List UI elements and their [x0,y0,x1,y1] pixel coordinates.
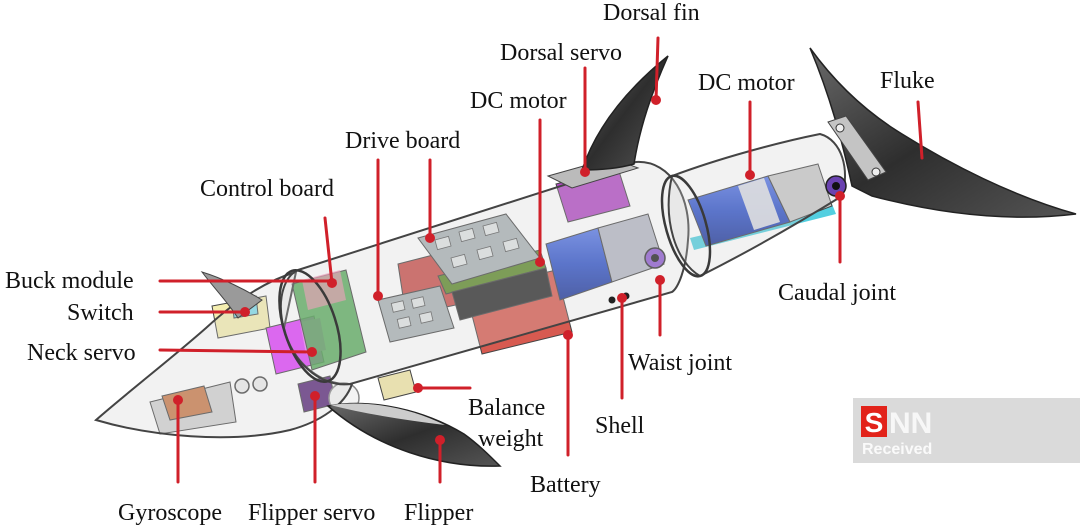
leader-dot-gyroscope [173,395,183,405]
leader-dot-switch [240,307,250,317]
leader-dot-caudal-joint [835,191,845,201]
shell-screw-1 [608,296,616,304]
label-balance-weight-line2: weight [478,426,544,452]
tail-shell [667,132,846,278]
label-drive-board: Drive board [345,128,460,154]
label-control-board: Control board [200,176,334,202]
leader-lines [158,36,924,484]
leader-dot-battery [563,330,573,340]
leader-neck-servo [158,348,314,354]
pcb-chip [418,311,434,324]
leader-dot-flipper-servo [310,391,320,401]
label-flipper-servo: Flipper servo [248,500,375,526]
pcb-chip [390,300,406,313]
fluke-linkage [827,115,887,181]
leader-control-board [323,216,334,285]
leader-dot-flipper [435,435,445,445]
fluke-linkage-pin-1 [835,123,845,133]
watermark-background [853,398,1080,463]
leader-dot-drive-board-upper [425,233,435,243]
caudal-joint-pin [832,182,840,190]
drive-board-lower-pcb [377,285,455,343]
label-dorsal-fin: Dorsal fin [603,0,700,26]
label-gyroscope: Gyroscope [118,500,222,526]
drive-board-housing [451,267,553,321]
tail-shell-front-rim [660,174,712,278]
dc-motor-rear-ring [738,178,780,230]
label-waist-joint: Waist joint [628,350,732,376]
head-screw-2 [252,376,268,392]
pcb-chip [482,221,500,237]
labels: Dorsal fin Dorsal servo DC motor DC moto… [5,0,935,526]
head-screw-1 [234,378,250,394]
flipper [326,402,502,467]
fluke-linkage-pin-2 [871,167,881,177]
pcb-chip [458,227,476,243]
pcb-chip [502,237,520,253]
leader-dot-dc-motor-right [745,170,755,180]
label-shell: Shell [595,413,645,439]
body-shell-front-rim [278,269,342,383]
label-balance-weight-line1: Balance [468,395,545,421]
drive-board-upper [417,213,541,285]
leader-dot-neck-servo [307,347,317,357]
fins [326,47,1077,467]
flipper-highlight [330,403,445,425]
label-buck-module: Buck module [5,268,134,294]
label-neck-servo: Neck servo [27,340,136,366]
gyroscope-module [161,385,213,421]
internal-components [149,163,836,435]
leader-dot-dorsal-fin [651,95,661,105]
label-dc-motor-right: DC motor [698,70,795,96]
pcb-chip [476,245,494,261]
label-dorsal-servo: Dorsal servo [500,40,622,66]
label-dc-motor-left: DC motor [470,88,567,114]
label-switch: Switch [67,300,134,326]
leader-dot-waist-joint [655,275,665,285]
watermark-logo-s: S [865,407,884,438]
waist-joint-pin [651,254,659,262]
tail-gear-housing [767,163,833,223]
watermark-logo-box [861,406,887,437]
head-top-cover [200,271,263,319]
leader-dot-shell [617,293,627,303]
dorsal-fin [580,55,669,171]
leader-dot-drive-board-lower [373,291,383,301]
leader-dot-dorsal-servo [580,167,590,177]
watermark-status: Received [862,441,932,458]
leader-dorsal-fin [654,36,660,102]
label-caudal-joint: Caudal joint [778,280,896,306]
leader-dot-balance-weight [413,383,423,393]
pcb-chip [450,253,468,269]
leader-dot-dc-motor-left [535,257,545,267]
label-flipper: Flipper [404,500,473,526]
dolphin-shell [93,132,846,439]
leader-fluke [916,100,924,160]
pcb-chip [434,235,452,251]
drive-board-lower [377,285,455,343]
pcb-chip [410,296,426,309]
leader-dot-control-board [327,278,337,288]
watermark-logo-nn: NN [889,407,932,440]
label-fluke: Fluke [880,68,935,94]
pcb-chip [396,316,412,329]
watermark: S NN Received [853,398,1080,463]
label-battery: Battery [530,472,601,498]
